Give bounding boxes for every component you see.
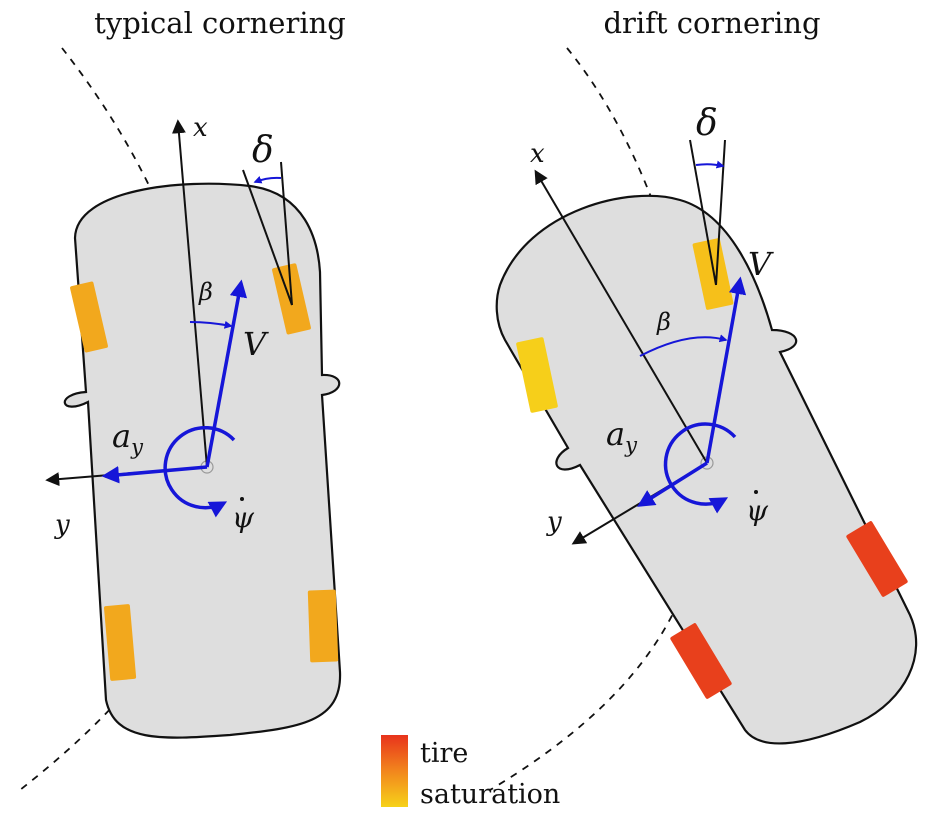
velocity-vector [205, 279, 248, 468]
panel-typical-cornering: typical cornering x y δ V β ay [19, 6, 346, 791]
y-axis-label: y [546, 507, 562, 537]
x-axis-label: x [530, 139, 545, 169]
psi-dot [754, 490, 758, 494]
panel-title: drift cornering [603, 6, 820, 40]
velocity-label: V [243, 325, 269, 363]
beta-angle-arc [189, 320, 233, 329]
car-body [63, 182, 342, 739]
legend: tire saturation [381, 735, 560, 810]
legend-label-tire: tire [420, 738, 468, 769]
lateral-acceleration-vector [637, 461, 708, 507]
y-axis-label: y [54, 510, 70, 540]
panel-drift-cornering: drift cornering x y δ V β ay [489, 6, 918, 791]
tire-front-right [692, 238, 734, 310]
x-axis-label: x [193, 113, 208, 143]
tire-rear-right [846, 521, 908, 597]
delta-label: δ [696, 103, 718, 144]
panel-title: typical cornering [94, 6, 346, 40]
psi-dot [240, 497, 244, 501]
tire-rear-left [670, 623, 732, 699]
x-axis-arrow [171, 119, 208, 468]
steer-wheel-heading [689, 139, 717, 286]
legend-label-saturation: saturation [420, 779, 560, 810]
legend-color-bar [381, 735, 408, 807]
delta-angle-arc [695, 160, 725, 169]
velocity-vector [705, 276, 747, 464]
x-axis-arrow [534, 169, 708, 464]
lateral-acceleration-vector [101, 465, 208, 484]
ay-label: ay [112, 417, 144, 459]
beta-angle-arc [639, 334, 728, 357]
ay-label: ay [606, 415, 638, 457]
steer-reference [280, 161, 293, 306]
beta-label: β [198, 278, 213, 306]
velocity-label: V [748, 245, 774, 283]
beta-label: β [656, 308, 671, 336]
delta-label: δ [252, 130, 274, 171]
yaw-rate-arc [663, 422, 737, 514]
delta-angle-arc [253, 175, 282, 184]
tire-front-left [516, 337, 558, 413]
yaw-rate-arc [163, 425, 236, 518]
psi-label: ψ [746, 494, 769, 527]
tire-rear-right [307, 589, 339, 663]
tire-rear-left [103, 604, 137, 681]
car-body [495, 194, 918, 745]
psi-label: ψ [232, 501, 255, 534]
tire-front-left [70, 281, 108, 353]
steer-wheel-heading [242, 169, 293, 306]
